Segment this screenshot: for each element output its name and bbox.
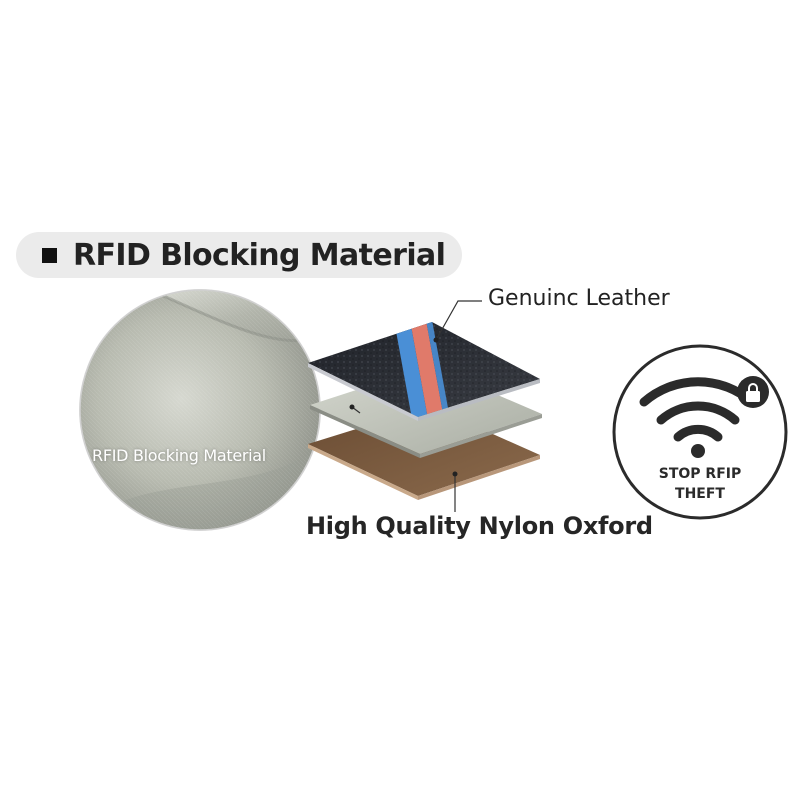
badge-text: STOP RFIP THEFT bbox=[640, 464, 760, 504]
badge-line-1: STOP RFIP bbox=[658, 466, 742, 482]
leather-label: Genuinc Leather bbox=[488, 286, 670, 311]
circle-label: RFID Blocking Material bbox=[92, 446, 266, 465]
badge-line-2: THEFT bbox=[675, 486, 725, 502]
nylon-label: High Quality Nylon Oxford bbox=[306, 512, 653, 540]
red-stripe bbox=[410, 322, 446, 417]
leader-lines bbox=[349, 300, 482, 512]
section-title: RFID Blocking Material bbox=[73, 237, 446, 273]
leather-layer bbox=[308, 322, 540, 421]
lock-icon bbox=[737, 376, 769, 408]
bullet-square-icon bbox=[42, 247, 57, 263]
stop-rfid-badge bbox=[612, 344, 788, 520]
section-title-pill: RFID Blocking Material bbox=[16, 232, 462, 278]
fabric-closeup-circle bbox=[79, 289, 321, 531]
blue-stripe bbox=[394, 322, 430, 417]
